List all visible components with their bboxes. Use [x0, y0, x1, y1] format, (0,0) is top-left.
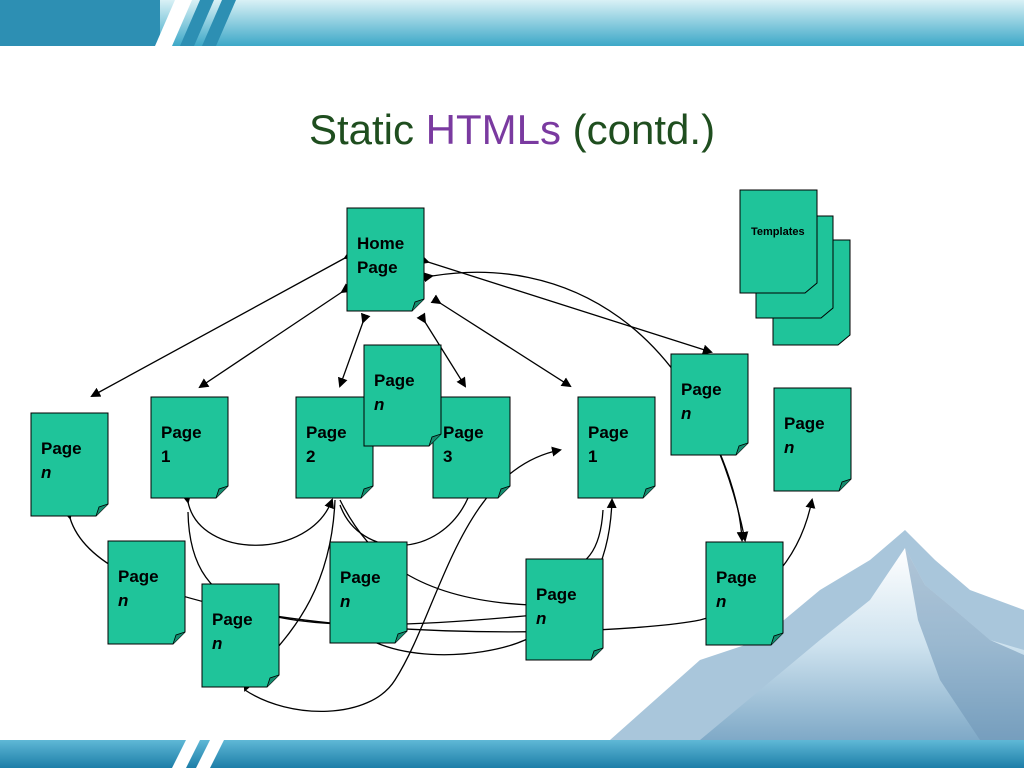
- page-label-bot-b: Page n: [212, 608, 253, 656]
- page-label-right-n: Page n: [681, 378, 722, 426]
- page-label-mid-n: Page n: [374, 369, 415, 417]
- page-label-line1: Page: [41, 439, 82, 458]
- templates-stack: [739, 189, 851, 346]
- header-stripe-3: [202, 0, 236, 46]
- edge-home-p2: [338, 312, 371, 388]
- page-label-bot-e: Page n: [716, 566, 757, 614]
- page-fold-bot-d: [590, 647, 604, 661]
- page-label-p2: Page 2: [306, 421, 347, 469]
- page-label-line1: Page: [588, 423, 629, 442]
- page-label-line1: Page: [443, 423, 484, 442]
- page-label-right-1: Page 1: [588, 421, 629, 469]
- page-label-line1: Page: [306, 423, 347, 442]
- page-fold-bot-e: [770, 632, 784, 646]
- page-label-line1: Page: [161, 423, 202, 442]
- page-label-line2: n: [784, 438, 795, 457]
- page-label-line1: Page: [374, 371, 415, 390]
- page-fold-bot-a: [172, 631, 186, 645]
- edge-left-1-p2: [181, 493, 334, 546]
- page-label-line2: n: [681, 404, 692, 423]
- page-label-p3: Page 3: [443, 421, 484, 469]
- page-label-line1: Page: [681, 380, 722, 399]
- edge-home-right-n: [418, 254, 713, 355]
- page-label-line2: n: [536, 609, 547, 628]
- edge-home-left-1: [198, 283, 352, 389]
- page-label-line1: Page: [212, 610, 253, 629]
- page-fold-bot-b: [266, 674, 280, 688]
- slide-title: Static HTMLs (contd.): [0, 106, 1024, 154]
- page-label-line1: Page: [716, 568, 757, 587]
- page-label-line2: n: [41, 463, 52, 482]
- footer-stripe-1: [172, 740, 200, 768]
- mountain-snow: [700, 548, 1024, 740]
- page-label-left-1: Page 1: [161, 421, 202, 469]
- page-label-left-n: Page n: [41, 437, 82, 485]
- page-label-line2: 1: [161, 447, 171, 466]
- page-label-line2: n: [118, 591, 129, 610]
- page-label-line1: Page: [536, 585, 577, 604]
- page-label-bot-a: Page n: [118, 565, 159, 613]
- page-label-line2: n: [374, 395, 385, 414]
- page-fold-right-n: [735, 442, 749, 456]
- page-fold-home: [411, 298, 425, 312]
- page-label-line2: 1: [588, 447, 598, 466]
- edge-home-right-1: [430, 294, 572, 388]
- page-fold-right-1: [642, 485, 656, 499]
- footer-bar: [0, 740, 1024, 768]
- mountain-ridge: [905, 548, 1024, 740]
- header-stripe-1: [155, 0, 192, 46]
- page-label-line2: 2: [306, 447, 316, 466]
- page-fold-bot-c: [394, 630, 408, 644]
- page-label-line2: n: [716, 592, 727, 611]
- page-label-line2: n: [212, 634, 223, 653]
- title-prefix: Static: [308, 106, 414, 153]
- page-label-bot-c: Page n: [340, 566, 381, 614]
- page-fold-left-1: [215, 485, 229, 499]
- template-sheet-front: [739, 189, 818, 294]
- page-fold-mid-n: [428, 433, 442, 447]
- page-label-line2: 3: [443, 447, 453, 466]
- page-fold-p2: [360, 485, 374, 499]
- page-fold-p3: [497, 485, 511, 499]
- header-left-block: [0, 0, 160, 46]
- templates-label: Templates: [751, 226, 805, 238]
- page-label-line1: Page: [784, 414, 825, 433]
- page-label-bot-d: Page n: [536, 583, 577, 631]
- header-stripe-2: [180, 0, 214, 46]
- title-suffix: (contd.): [572, 106, 716, 153]
- page-fold-left-n: [95, 503, 109, 517]
- page-label-line1: Page: [340, 568, 381, 587]
- page-label-line2: n: [340, 592, 351, 611]
- title-accent: HTMLs: [425, 106, 561, 153]
- page-label-line1: Home: [357, 234, 405, 253]
- page-shapes: [30, 207, 852, 688]
- page-label-line1: Page: [118, 567, 159, 586]
- page-label-far-n: Page n: [784, 412, 825, 460]
- footer-stripe-2: [196, 740, 224, 768]
- page-fold-far-n: [838, 478, 852, 492]
- page-label-line2: Page: [357, 258, 398, 277]
- edge-bot-b-right-1: [344, 498, 617, 656]
- edge-p2-p3: [339, 497, 469, 547]
